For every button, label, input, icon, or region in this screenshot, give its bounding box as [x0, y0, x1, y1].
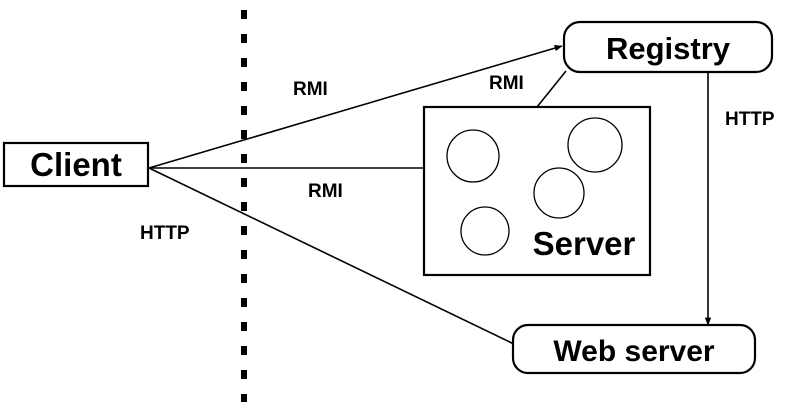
- node-server[interactable]: Server: [422, 105, 652, 277]
- edge-label-rmi-registry-server: RMI: [489, 73, 524, 94]
- node-webserver[interactable]: Web server: [511, 323, 757, 375]
- registry-box: [562, 20, 774, 74]
- server-remote-object-4: [460, 206, 510, 256]
- webserver-box: [511, 323, 757, 375]
- server-remote-object-2: [567, 117, 623, 173]
- webserver-label: Web server: [553, 335, 715, 368]
- edge-client-to-webserver: [148, 167, 519, 347]
- node-client[interactable]: Client: [2, 141, 150, 188]
- edge-label-http-registry: HTTP: [725, 109, 775, 130]
- edge-registry-to-server: [536, 70, 567, 108]
- server-label: Server: [533, 225, 636, 262]
- node-registry[interactable]: Registry: [562, 20, 774, 74]
- edge-label-rmi-client-server: RMI: [308, 181, 343, 202]
- client-label: Client: [30, 146, 122, 183]
- edge-client-to-registry: [148, 45, 563, 169]
- server-box: [422, 105, 652, 277]
- edge-label-rmi-client-registry: RMI: [293, 79, 328, 100]
- edge-label-http-client: HTTP: [140, 223, 190, 244]
- server-remote-object-1: [446, 129, 500, 183]
- server-remote-object-3: [533, 167, 585, 219]
- registry-label: Registry: [606, 31, 731, 66]
- client-box: [2, 141, 150, 188]
